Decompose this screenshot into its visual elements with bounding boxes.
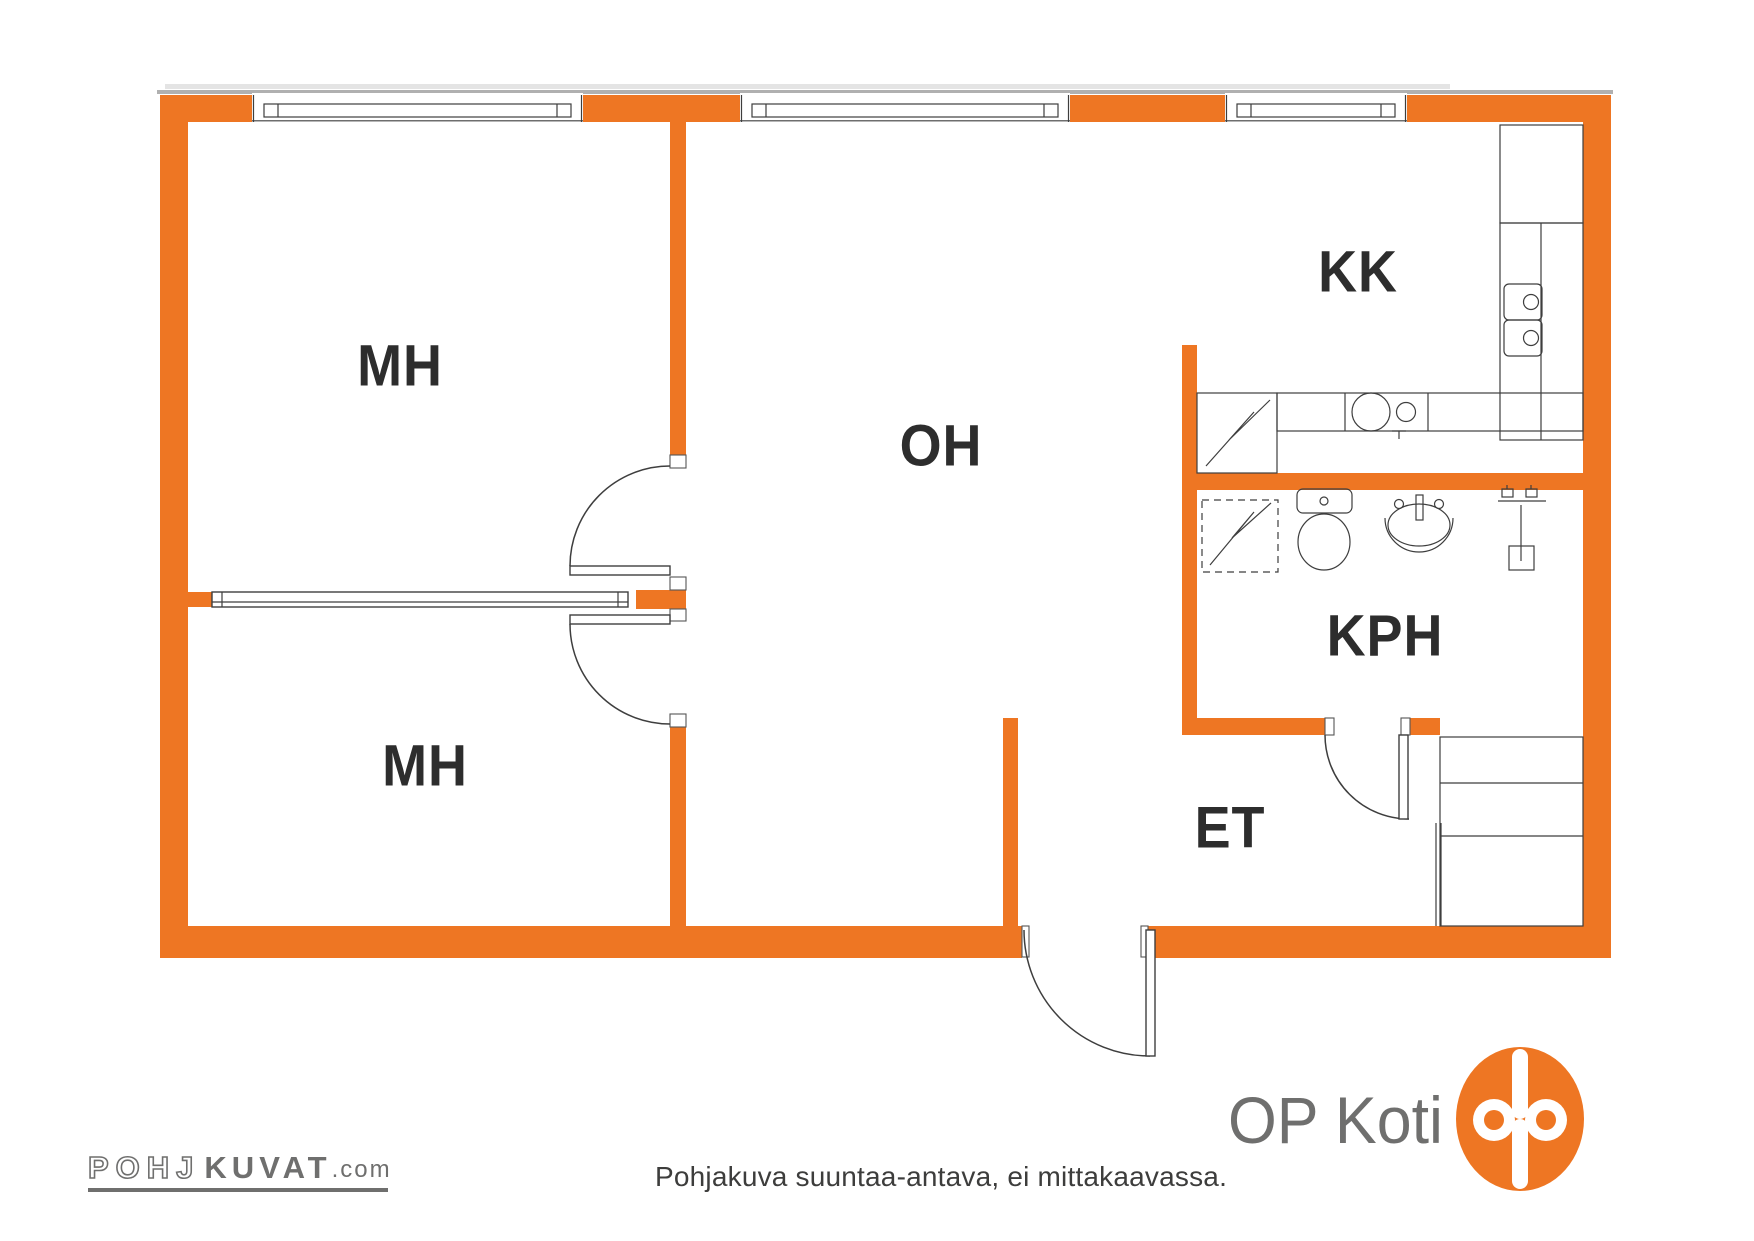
exterior-sill-line: [165, 84, 1450, 89]
kitchen-counter-right: [1499, 222, 1584, 441]
door-kph: [1324, 734, 1410, 820]
kitchen-counter-bottom: [1276, 392, 1584, 432]
room-label-oh: OH: [899, 413, 983, 479]
shower-symbol: [1498, 485, 1546, 571]
wall-et-stub: [1003, 718, 1018, 926]
outer-wall-edge-line: [157, 90, 1613, 94]
window-symbol-2: [740, 93, 1070, 122]
room-label-kph: KPH: [1326, 603, 1444, 669]
door-leaf: [1398, 734, 1409, 820]
wall-kk-kph-separator: [1182, 473, 1583, 490]
stove-symbol: [1503, 283, 1543, 357]
pohjakuvat-tld-text: .com: [331, 1156, 392, 1183]
door-jamb: [669, 608, 687, 622]
door-swing-arc: [1023, 929, 1151, 1057]
disclaimer-text: Pohjakuva suuntaa-antava, ei mittakaavas…: [655, 1161, 1228, 1192]
room-label-mh-bottom: MH: [382, 733, 468, 799]
door-jamb: [669, 713, 687, 728]
wall-bottom: [160, 926, 1611, 958]
partition-wall-symbol: [211, 591, 629, 608]
toilet-symbol: [1296, 488, 1353, 571]
pohjakuvat-outline-text: POHJ: [87, 1149, 201, 1186]
wall-partition-stub-left: [188, 592, 214, 607]
kitchen-cabinet-symbol: [1499, 124, 1584, 224]
door-jamb: [669, 576, 687, 591]
bathroom-fixtures: [1201, 485, 1546, 573]
door-jamb: [1021, 925, 1030, 958]
wall-kph-bottom-left: [1182, 718, 1325, 735]
washbasin-symbol: [1384, 494, 1454, 553]
washing-machine-reservation-symbol: [1201, 499, 1279, 573]
wall-left: [160, 95, 188, 955]
wall-right: [1583, 95, 1611, 958]
wall-kph-bottom-right: [1410, 718, 1440, 735]
window-symbol-3: [1225, 93, 1407, 122]
entry-door-opening: [1022, 924, 1148, 960]
room-label-mh-top: MH: [357, 333, 443, 399]
entry-door-symbol: [1023, 929, 1156, 1057]
pohjakuvat-logo: POHJ KUVAT .com: [87, 1149, 392, 1192]
closet-symbol: [1435, 736, 1584, 927]
kitchen-fixtures: [1196, 124, 1584, 474]
fridge-symbol: [1196, 392, 1278, 474]
door-leaf: [569, 614, 671, 625]
door-jamb: [1400, 717, 1411, 736]
pohjakuvat-underline: [88, 1188, 388, 1192]
door-swing-arc: [569, 465, 671, 567]
room-label-kk: KK: [1318, 239, 1398, 305]
room-label-et: ET: [1194, 795, 1266, 861]
wall-center-upper: [670, 122, 686, 455]
door-leaf: [569, 565, 671, 576]
op-koti-wordmark: OP Koti: [1228, 1083, 1443, 1157]
wall-kitchen-bath-left: [1182, 345, 1197, 735]
wall-center-lower: [670, 727, 686, 926]
door-mh-bottom: [569, 614, 671, 725]
wall-center-tee: [636, 590, 686, 609]
pohjakuvat-solid-text: KUVAT: [204, 1150, 332, 1185]
door-jamb: [669, 454, 687, 469]
door-mh-top: [569, 465, 671, 576]
walls: [160, 95, 1611, 958]
window-symbol-1: [252, 93, 583, 122]
op-logo-emblem: [1456, 1047, 1584, 1191]
door-swing-arc: [569, 623, 671, 725]
sink-symbol: [1351, 392, 1417, 439]
door-swing-arc: [1324, 734, 1410, 820]
door-jamb: [1324, 717, 1335, 736]
door-leaf: [1145, 929, 1156, 1057]
